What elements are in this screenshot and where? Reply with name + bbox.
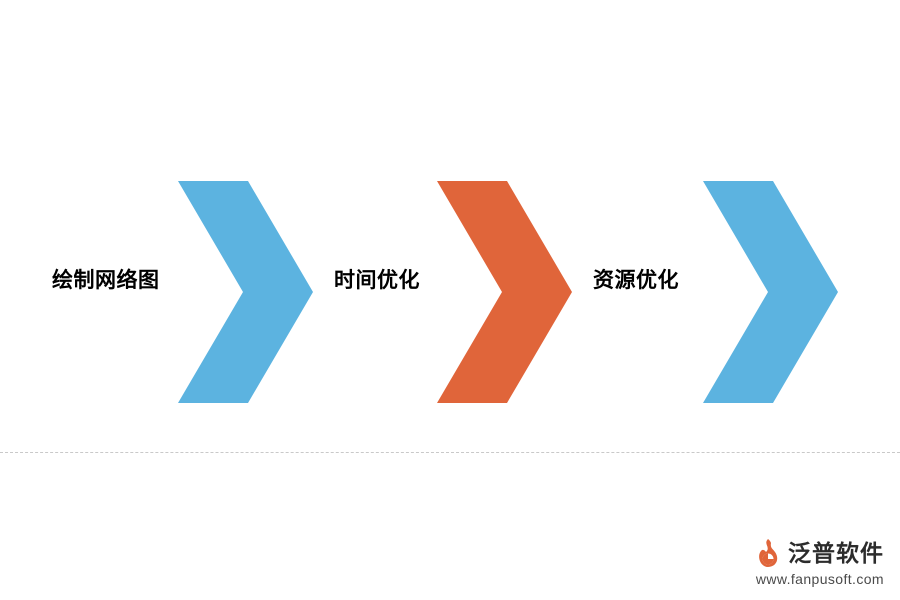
watermark-url-text: www.fanpusoft.com — [755, 571, 884, 587]
process-stage-2-label: 时间优化 — [334, 269, 420, 292]
chevron-shape-3[interactable] — [0, 0, 900, 440]
flame-logo-icon — [759, 539, 778, 567]
process-stage-1-label: 绘制网络图 — [52, 269, 160, 292]
horizontal-divider — [0, 452, 900, 453]
process-stage-1[interactable]: 绘制网络图 — [0, 0, 900, 440]
watermark-logo-row: 泛普软件 — [753, 538, 884, 568]
watermark-brand-text: 泛普软件 — [788, 539, 884, 566]
process-chevron-diagram: 绘制网络图 时间优化 资源优化 — [0, 0, 900, 440]
process-stage-3-label: 资源优化 — [593, 269, 679, 292]
process-stage-2[interactable]: 时间优化 — [0, 0, 900, 440]
process-stage-3[interactable]: 资源优化 — [0, 0, 900, 440]
chevron-shape-1[interactable] — [0, 0, 900, 440]
chevron-shape-2[interactable] — [0, 0, 900, 440]
watermark-logo: 泛普软件 www.fanpusoft.com — [753, 538, 884, 586]
